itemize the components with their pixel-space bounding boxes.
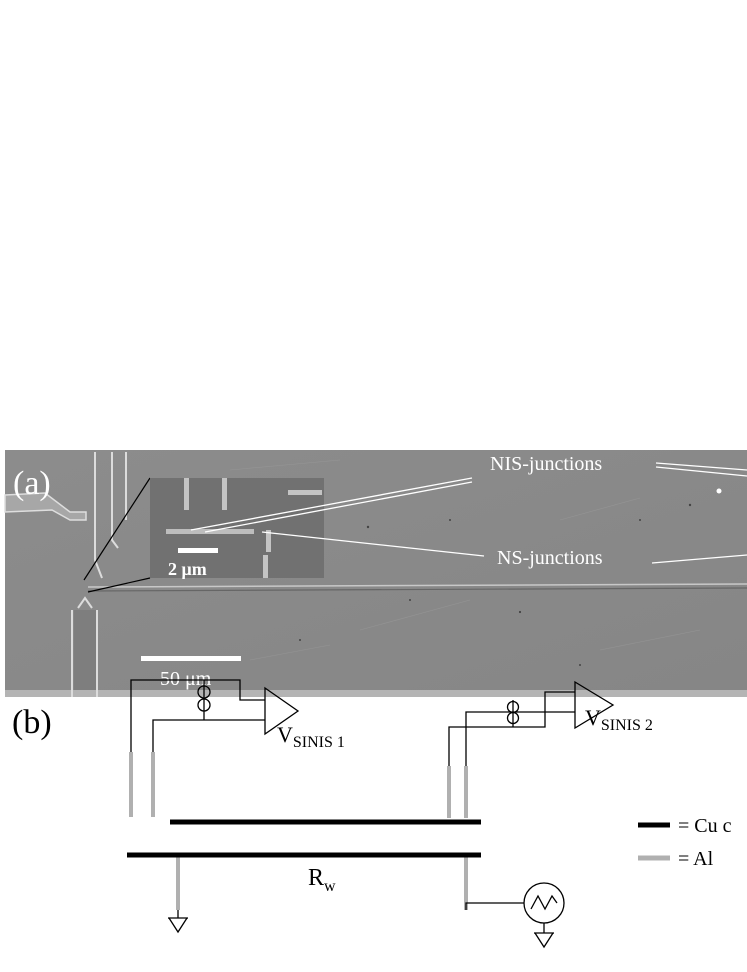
panel-b-label: (b) <box>12 704 52 741</box>
nis-junctions-label: NIS-junctions <box>490 453 602 475</box>
sem-wire-upper <box>87 583 747 588</box>
sem-lead-fill-bottom <box>74 610 96 690</box>
ns-junctions-label: NS-junctions <box>497 547 603 569</box>
legend: = Cu c = Al <box>638 815 732 870</box>
inset-zoom-line-1 <box>83 477 151 581</box>
al-leads <box>129 752 468 910</box>
inset-finger-2 <box>222 478 227 510</box>
sem-texture <box>229 459 701 661</box>
inset-zoom-line-2 <box>87 577 151 593</box>
annotation-lines <box>190 462 747 564</box>
sem-vertical-lead-top <box>94 452 127 579</box>
sem-vertical-lead-bottom <box>71 596 98 697</box>
panel-b: (b) VSINIS 1 VSINIS 2 <box>12 679 732 949</box>
ac-source <box>465 882 565 949</box>
ac-source-circle <box>523 882 565 924</box>
inset-scale-label: 2 μm <box>168 559 207 579</box>
inset-finger-3 <box>266 530 271 552</box>
sem-wire-lower <box>87 587 747 592</box>
main-scale-label: 50 μm <box>160 668 212 690</box>
inset-bar-right <box>288 490 322 495</box>
legend-label-al: = Al <box>678 848 714 870</box>
ac-source-wave-icon <box>530 894 558 911</box>
amp-1-label: VSINIS 1 <box>277 722 345 751</box>
panel-a-label: (a) <box>13 465 51 502</box>
inset-finger-1 <box>184 478 189 510</box>
sem-image <box>5 450 747 697</box>
sem-left-lead <box>4 492 87 521</box>
sem-dots <box>299 503 692 666</box>
amp-2-label: VSINIS 2 <box>585 705 653 734</box>
amplifier-1-triangle <box>264 686 300 736</box>
panel-a: 2 μm NIS-junctions NS-junctions 50 μm (a… <box>4 450 747 697</box>
main-scale-bar <box>141 656 241 661</box>
amplifier-circuit-1 <box>130 679 300 752</box>
sem-inset: 2 μm <box>150 478 324 579</box>
amplifier-circuit-2 <box>448 680 615 766</box>
wire-resistance-label: Rw <box>308 865 336 895</box>
sem-bottom-edge <box>5 690 747 697</box>
sem-particle <box>716 488 722 494</box>
amplifier-2-triangle <box>574 680 615 730</box>
inset-scale-bar <box>178 548 218 553</box>
legend-label-cu: = Cu c <box>678 815 732 837</box>
ground-symbol-left <box>168 910 188 934</box>
inset-finger-4 <box>263 555 268 578</box>
